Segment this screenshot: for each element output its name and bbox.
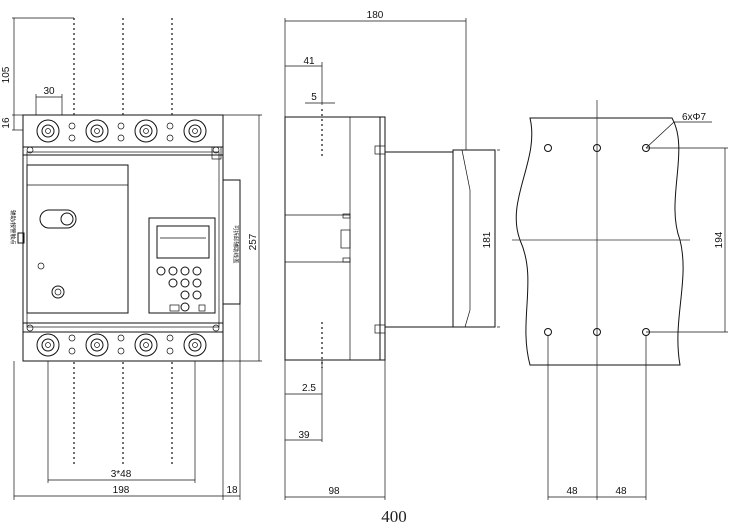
keypad-button-icon — [180, 266, 190, 276]
dim-39: 39 — [298, 430, 310, 441]
hole-icon — [593, 144, 601, 152]
dim-194: 194 — [714, 231, 725, 248]
dim-width: 198 — [113, 485, 130, 496]
keypad-button-icon — [156, 266, 166, 276]
top-terminals — [26, 119, 222, 160]
front-dimensions: 105 30 16 257 3*48 198 18 — [1, 17, 262, 500]
indicator-icon — [37, 262, 45, 270]
terminal-icon — [85, 119, 109, 143]
side-front-face — [385, 151, 454, 328]
controller-display — [156, 225, 210, 259]
dim-5: 5 — [311, 92, 317, 103]
dim-height: 257 — [248, 233, 259, 250]
dim-48-right: 48 — [615, 486, 627, 497]
terminal-icon — [183, 119, 207, 143]
dim-2-5: 2.5 — [302, 383, 316, 394]
bottom-terminals — [26, 324, 220, 357]
pole-axes — [73, 18, 173, 465]
mounting-view: 6xΦ7 194 48 48 — [512, 100, 728, 500]
terminal-icon — [183, 333, 207, 357]
keypad-button-icon — [168, 278, 178, 288]
shell-label: 可拆卸辅助线盖 — [232, 225, 240, 264]
dim-terminal-width: 30 — [43, 86, 55, 97]
side-label: 辅助/报警触点 — [9, 210, 17, 245]
side-body — [284, 116, 386, 361]
mounting-plate-outline — [515, 117, 684, 366]
keypad-button-icon — [192, 290, 202, 300]
front-body-outline — [22, 146, 224, 333]
terminal-icon — [85, 333, 109, 357]
side-view: 180 41 5 181 2.5 39 98 — [284, 10, 500, 500]
hole-icon — [544, 328, 552, 336]
dim-top-gap: 105 — [1, 66, 12, 83]
keypad-button-icon — [180, 290, 190, 300]
terminal-icon — [134, 333, 158, 357]
front-view: 辅助/报警触点 可拆卸辅助线盖 — [1, 17, 262, 500]
hole-icon — [544, 144, 552, 152]
dim-pole-pitch: 3*48 — [111, 469, 132, 480]
terminal-icon — [36, 119, 60, 143]
terminal-icon — [36, 333, 60, 357]
keypad-button-icon — [180, 278, 190, 288]
dim-41: 41 — [303, 56, 315, 67]
top-terminal-block — [22, 114, 224, 156]
handle-panel — [26, 164, 129, 314]
keypad-button-icon — [192, 266, 202, 276]
side-latch — [17, 232, 25, 244]
test-button-icon — [51, 285, 65, 299]
dim-offset: 18 — [226, 485, 238, 496]
keypad-button-icon — [168, 266, 178, 276]
hole-icon — [593, 328, 601, 336]
controller-unit — [148, 217, 216, 314]
mounting-dimensions: 6xΦ7 194 48 48 — [547, 112, 728, 500]
dim-depth: 180 — [367, 10, 384, 21]
dim-98: 98 — [328, 486, 340, 497]
side-handle-projection — [452, 149, 496, 328]
dim-181: 181 — [482, 231, 493, 248]
terminal-icon — [134, 119, 158, 143]
keypad-button-icon — [192, 278, 202, 288]
caption: 400 — [381, 507, 407, 526]
dim-terminal-height: 16 — [1, 117, 12, 129]
front-body-inner — [26, 151, 220, 328]
dim-holes: 6xΦ7 — [682, 112, 707, 123]
dim-48-left: 48 — [566, 486, 578, 497]
operating-handle — [39, 209, 77, 229]
keypad-button-icon — [180, 302, 190, 312]
side-dimensions: 180 41 5 181 2.5 39 98 — [284, 10, 500, 500]
front-side-shell — [223, 179, 241, 305]
bottom-terminal-block — [22, 322, 224, 362]
